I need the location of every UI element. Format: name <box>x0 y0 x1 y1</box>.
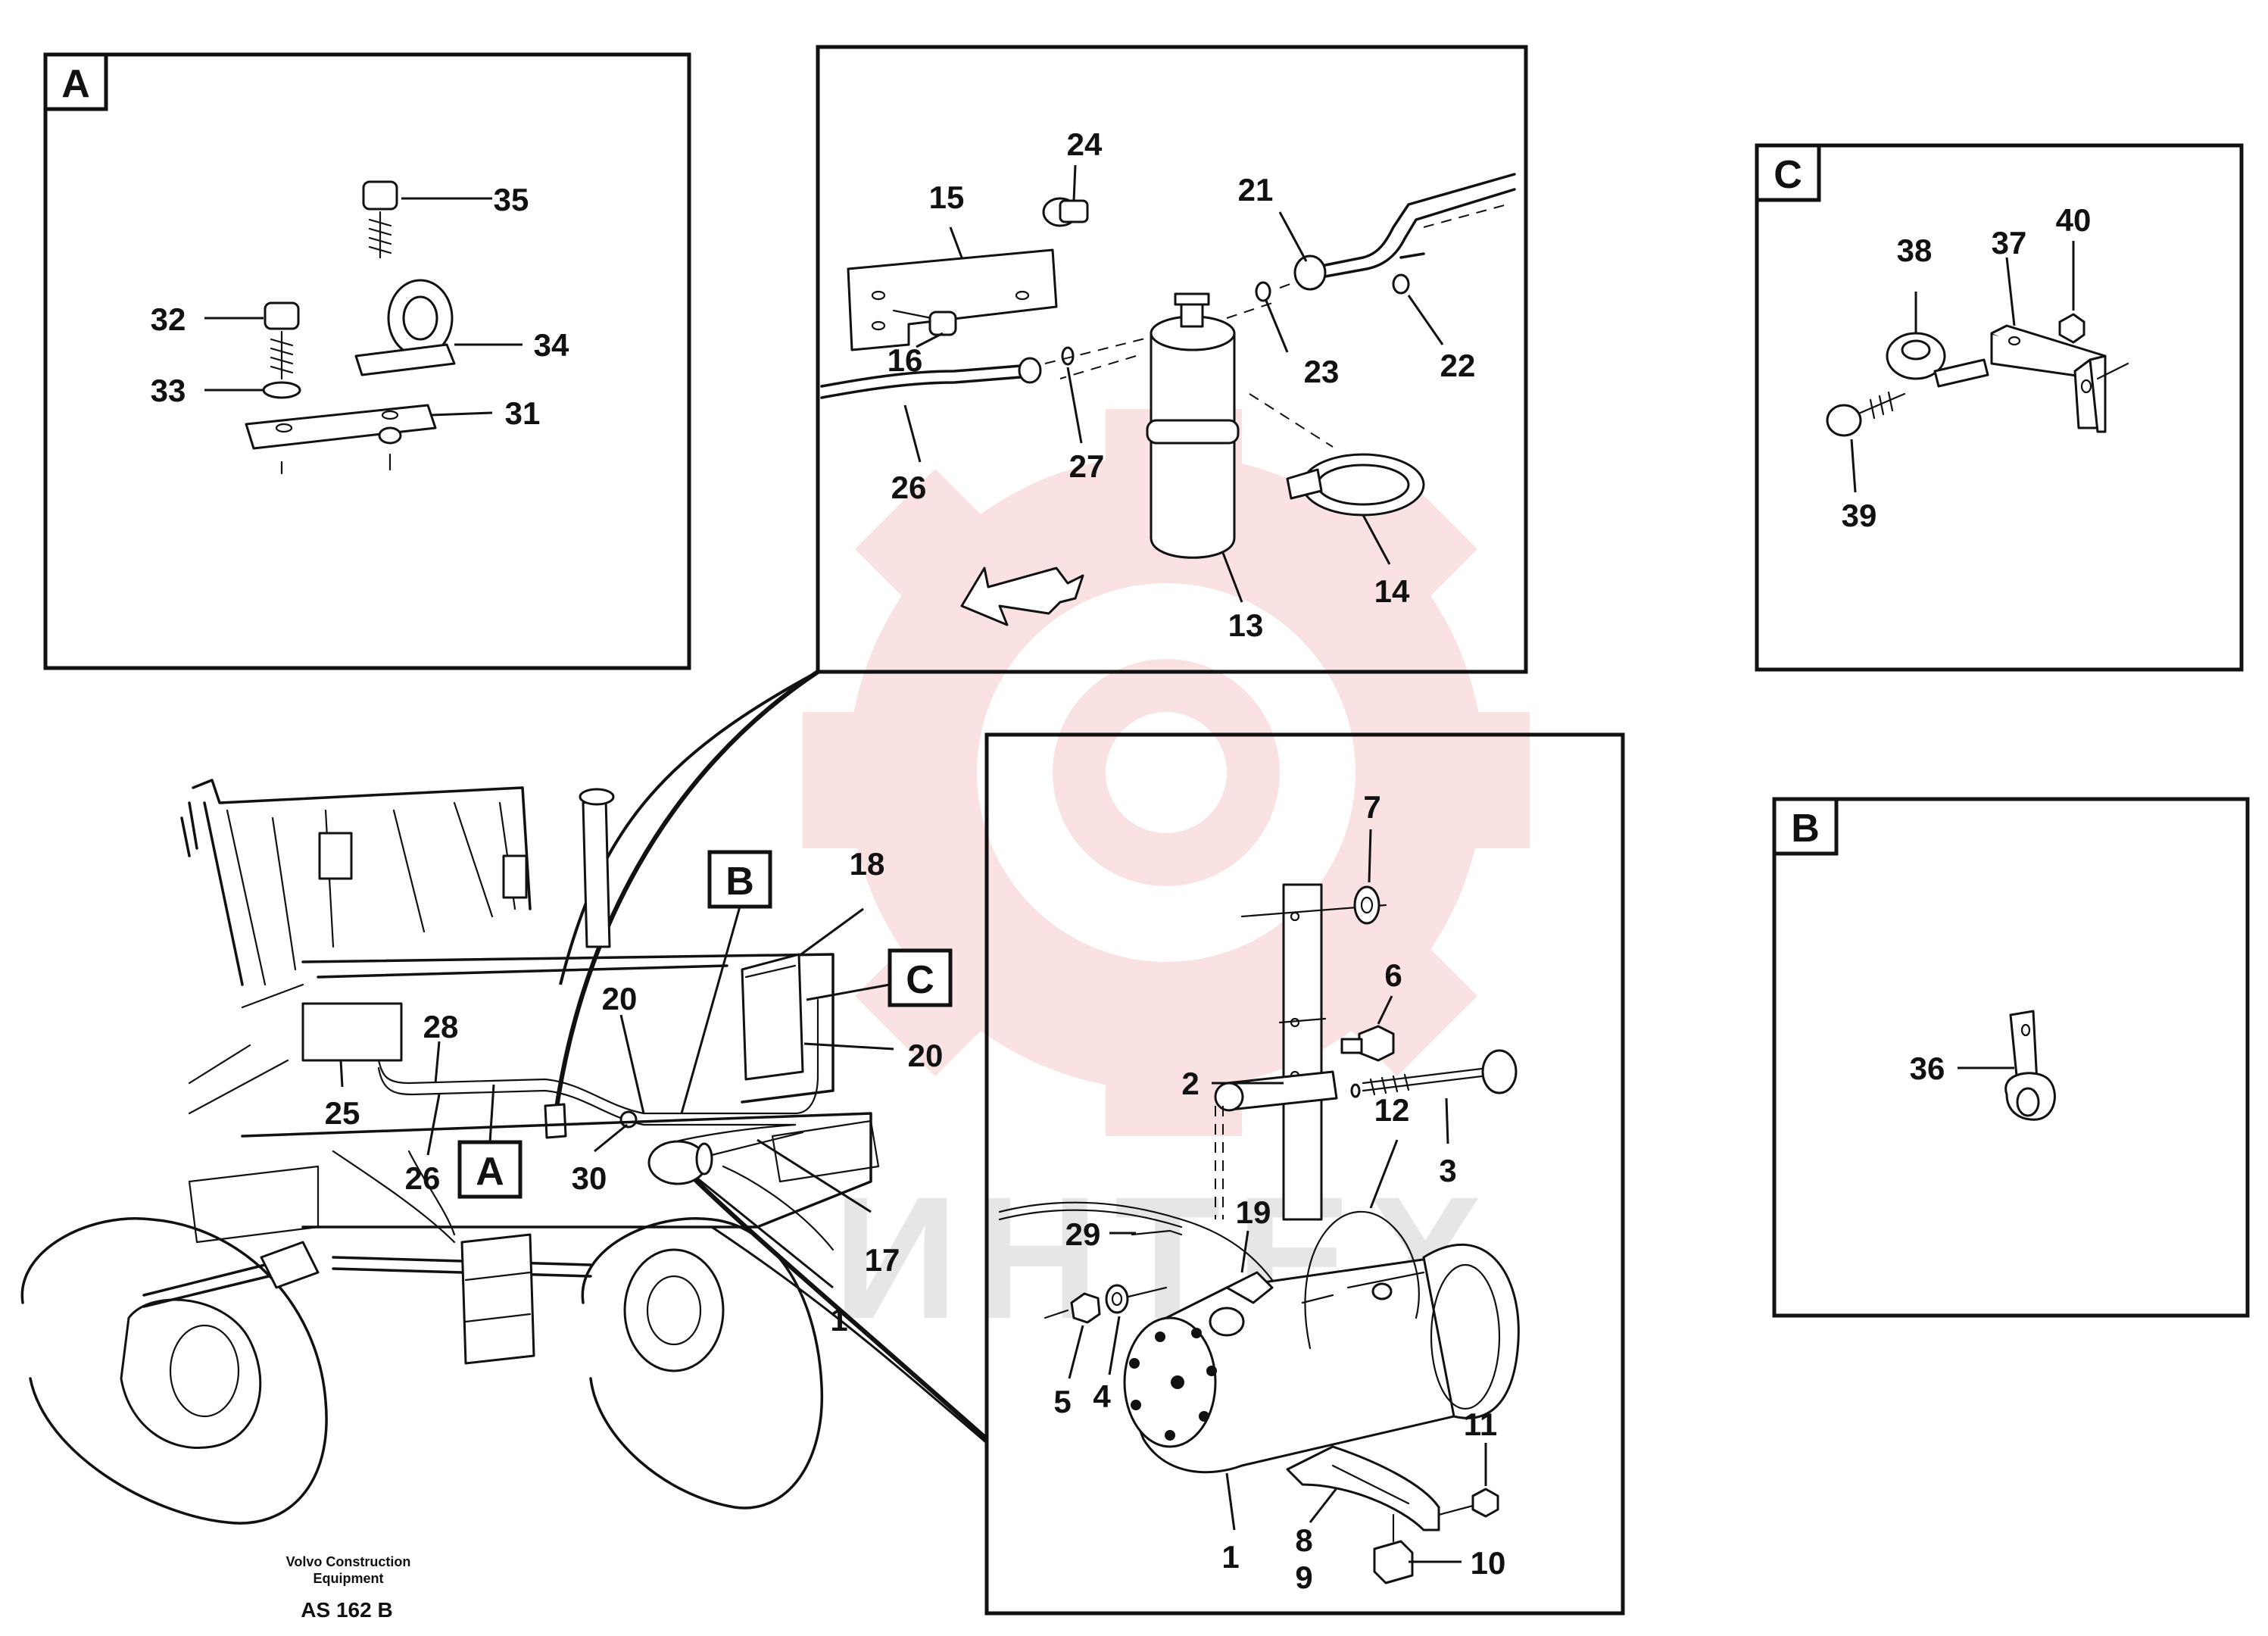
panel-compressor: 7 6 2 3 12 19 29 5 4 11 1 8 9 10 <box>984 732 1625 1616</box>
label-21: 21 <box>1238 172 1274 208</box>
label-15: 15 <box>929 180 965 215</box>
panel-b: B 36 <box>1772 797 2250 1318</box>
bracket-clamp-assembly <box>245 180 456 475</box>
label-20-right: 20 <box>908 1038 944 1073</box>
label-31: 31 <box>505 395 541 431</box>
label-7: 7 <box>1363 789 1380 825</box>
label-9: 9 <box>1295 1560 1312 1595</box>
label-6: 6 <box>1384 957 1402 993</box>
detail-connectors <box>551 670 988 1444</box>
footer-drawing-code: AS 162 B <box>301 1598 392 1622</box>
label-40: 40 <box>2056 202 2092 238</box>
panel-b-tag: B <box>1791 807 1820 851</box>
label-11: 11 <box>1464 1407 1497 1442</box>
label-24: 24 <box>1067 126 1103 162</box>
label-13: 13 <box>1228 607 1264 643</box>
label-17: 17 <box>865 1242 900 1278</box>
label-38: 38 <box>1897 233 1933 268</box>
label-10: 10 <box>1471 1545 1506 1581</box>
label-35: 35 <box>494 182 529 217</box>
label-14: 14 <box>1374 573 1410 609</box>
label-39: 39 <box>1842 498 1877 533</box>
panel-receiver-drier: 15 24 21 16 23 22 26 27 14 13 <box>816 45 1528 674</box>
label-19: 19 <box>1236 1194 1271 1230</box>
footer-maker-line2: Equipment <box>314 1571 384 1586</box>
footer-maker-line1: Volvo Construction <box>286 1554 411 1569</box>
panel-c-tag: C <box>1774 153 1802 197</box>
label-26-machine: 26 <box>405 1160 441 1196</box>
label-18: 18 <box>850 846 885 882</box>
label-34: 34 <box>534 327 569 363</box>
label-25: 25 <box>325 1095 360 1131</box>
panel-a: A 35 32 34 33 31 <box>43 52 691 670</box>
label-28: 28 <box>423 1009 459 1044</box>
label-20-left: 20 <box>602 981 638 1016</box>
label-1-machine: 1 <box>830 1302 847 1338</box>
label-16: 16 <box>888 342 923 378</box>
label-30: 30 <box>572 1160 607 1196</box>
panel-c: C 38 37 40 39 <box>1755 143 2244 672</box>
callout-b: B <box>725 860 754 904</box>
label-26: 26 <box>891 470 927 505</box>
label-22: 22 <box>1440 348 1476 383</box>
label-3: 3 <box>1439 1153 1456 1188</box>
label-27: 27 <box>1069 448 1105 484</box>
wheel-loader-overview <box>20 779 880 1525</box>
label-5: 5 <box>1053 1384 1071 1419</box>
label-2: 2 <box>1181 1066 1199 1101</box>
label-4: 4 <box>1093 1378 1111 1414</box>
label-33: 33 <box>151 373 186 408</box>
label-8: 8 <box>1295 1522 1312 1558</box>
label-37: 37 <box>1992 225 2027 261</box>
label-29: 29 <box>1065 1216 1101 1252</box>
label-36: 36 <box>1910 1051 1945 1086</box>
callout-a: A <box>476 1150 504 1194</box>
label-1c: 1 <box>1221 1539 1239 1575</box>
label-32: 32 <box>151 301 186 337</box>
label-23: 23 <box>1304 354 1340 389</box>
callout-c: C <box>906 958 934 1002</box>
label-12: 12 <box>1374 1092 1410 1128</box>
panel-a-tag: A <box>61 62 90 106</box>
